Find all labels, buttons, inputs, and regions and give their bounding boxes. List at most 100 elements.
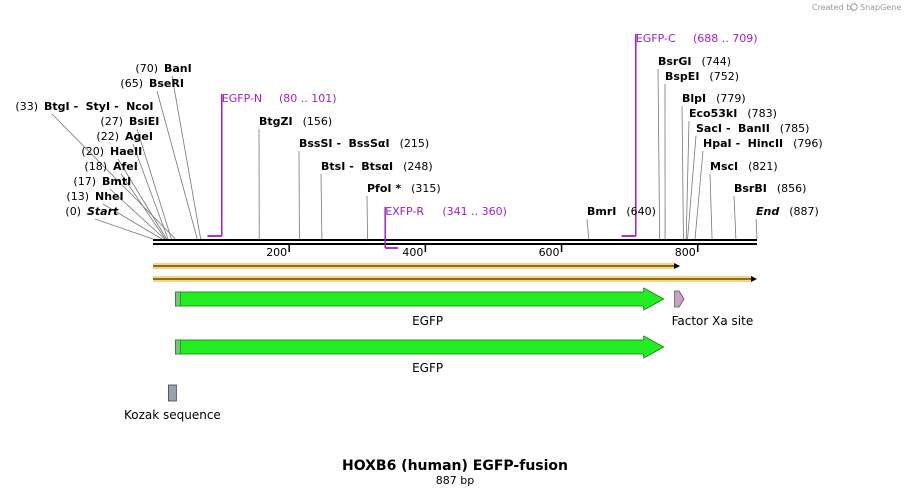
site-enzyme-name: PfoI * (367, 182, 401, 195)
site-bani[interactable]: (70) BanI (135, 62, 191, 75)
site-enzyme-name: StyI (86, 100, 110, 113)
site-enzyme-name: MscI (710, 160, 738, 173)
orf-track[interactable] (153, 263, 681, 269)
site-separator: - (736, 137, 741, 150)
site-enzyme-name: BanII (738, 122, 770, 135)
feature-arrow (175, 335, 665, 359)
branding-app: SnapGene (860, 3, 901, 12)
site-afei[interactable]: (18) AfeI (84, 160, 137, 173)
site-bsssi-bsssi[interactable]: BssSI-BssSαI(215) (299, 137, 429, 150)
map-title: HOXB6 (human) EGFP-fusion (342, 458, 568, 474)
primer-exfp-r[interactable]: EXFP-R(341 .. 360) (384, 205, 507, 249)
site-enzyme-name: BanI (164, 62, 192, 75)
site-nhei[interactable]: (13)NheI (66, 190, 123, 203)
site-enzyme-name: AgeI (125, 130, 153, 143)
site-enzyme-name: BsrBI (734, 182, 767, 195)
site-bmri[interactable]: BmrI(640) (587, 205, 656, 218)
site-position: (27) (100, 115, 123, 128)
site-leader-line (94, 218, 154, 240)
site-enzyme-name: BlpI (682, 92, 706, 105)
site-position: (18) (84, 160, 107, 173)
site-enzyme-name: BsiEI (129, 115, 159, 128)
orf-arrowhead (674, 263, 681, 269)
site-leader-line (687, 135, 697, 240)
site-blpi[interactable]: BlpI (779) (682, 92, 746, 105)
site-bspei[interactable]: BspEI(752) (665, 70, 739, 83)
site-position: (887) (789, 205, 819, 218)
site-enzyme-name: BtgZI (259, 115, 293, 128)
site-leader-line (156, 90, 198, 240)
site-position: (0) (65, 205, 81, 218)
feature-label: Kozak sequence (124, 408, 221, 422)
site-leader-line (681, 105, 684, 240)
site-position: (796) (793, 137, 823, 150)
site-position: (33) (15, 100, 38, 113)
site-leader-line (51, 113, 176, 240)
primer-range: (341 .. 360) (442, 205, 507, 218)
feature-egfp[interactable]: EGFP (175, 335, 665, 375)
site-btsi-btsi[interactable]: BtsI-BtsαI(248) (321, 160, 433, 173)
feature-kozak-sequence[interactable]: Kozak sequence (124, 384, 221, 422)
site-leader-line (102, 203, 163, 240)
site-leader-line (709, 173, 713, 240)
site-separator: - (349, 160, 354, 173)
site-hpai-hincii[interactable]: HpaI-HincII (796) (703, 137, 823, 150)
site-position: (17) (73, 175, 96, 188)
site-leader-line (109, 188, 165, 240)
site-msci[interactable]: MscI(821) (710, 160, 778, 173)
site-position: (65) (120, 77, 143, 90)
site-enzyme-name: BtgI (44, 100, 70, 113)
feature-arrow (674, 290, 685, 308)
site-enzyme-name: AfeI (113, 160, 138, 173)
site-separator: - (114, 100, 119, 113)
orf-tracks (153, 263, 757, 282)
site-enzyme-name: BseRI (149, 77, 184, 90)
site-leader-line (685, 120, 690, 240)
ruler-tick-label: 400 (402, 246, 423, 259)
site-haeii[interactable]: (20) HaeII (81, 145, 142, 158)
site-pfoi[interactable]: PfoI *(315) (367, 182, 441, 195)
site-position: (20) (81, 145, 104, 158)
sequence-length: 887 bp (436, 474, 474, 487)
feature-egfp[interactable]: EGFP (175, 287, 665, 328)
site-enzyme-name: BmtI (102, 175, 131, 188)
site-bseri[interactable]: (65) BseRI (120, 77, 184, 90)
site-position: (783) (747, 107, 777, 120)
site-position: (70) (135, 62, 158, 75)
site-bsiei[interactable]: (27) BsiEI (100, 115, 159, 128)
site-enzyme-name: NheI (95, 190, 124, 203)
primer-egfp-n[interactable]: EGFP-N(80 .. 101) (207, 92, 337, 237)
site-position: (744) (701, 55, 731, 68)
site-leader-line (136, 128, 172, 240)
site-enzyme-name: HincII (748, 137, 784, 150)
site-enzyme-name: HpaI (703, 137, 732, 150)
snapgene-logo-icon (850, 3, 858, 11)
site-enzyme-name: Start (87, 205, 119, 218)
site-btgzi[interactable]: BtgZI(156) (259, 115, 332, 128)
orf-track[interactable] (153, 276, 757, 282)
site-bmti[interactable]: (17) BmtI (73, 175, 131, 188)
site-end[interactable]: End (887) (756, 205, 819, 218)
primer-egfp-c[interactable]: EGFP-C(688 .. 709) (621, 32, 758, 237)
site-start[interactable]: (0) Start (65, 205, 119, 218)
site-eco53ki[interactable]: Eco53kI (783) (689, 107, 777, 120)
site-saci-banii[interactable]: SacI-BanII(785) (696, 122, 809, 135)
site-bsrbi[interactable]: BsrBI (856) (734, 182, 806, 195)
primers: EGFP-N(80 .. 101) EXFP-R(341 .. 360) EGFP-… (207, 32, 758, 249)
site-enzyme-name: HaeII (110, 145, 142, 158)
feature-label: EGFP (412, 361, 443, 375)
site-bsrgi[interactable]: BsrGI(744) (658, 55, 731, 68)
site-position: (856) (777, 182, 807, 195)
ruler-tick-label: 600 (539, 246, 560, 259)
site-enzyme-name: Eco53kI (689, 107, 737, 120)
site-agei[interactable]: (22)AgeI (96, 130, 153, 143)
site-leader-line (320, 173, 323, 240)
site-position: (779) (716, 92, 746, 105)
site-position: (785) (780, 122, 810, 135)
site-btgi-styi-ncoi[interactable]: (33)BtgI-StyI-NcoI (15, 100, 153, 113)
feature-factor-xa-site[interactable]: Factor Xa site (672, 290, 754, 328)
backbone (153, 239, 757, 245)
site-enzyme-name: End (756, 205, 779, 218)
